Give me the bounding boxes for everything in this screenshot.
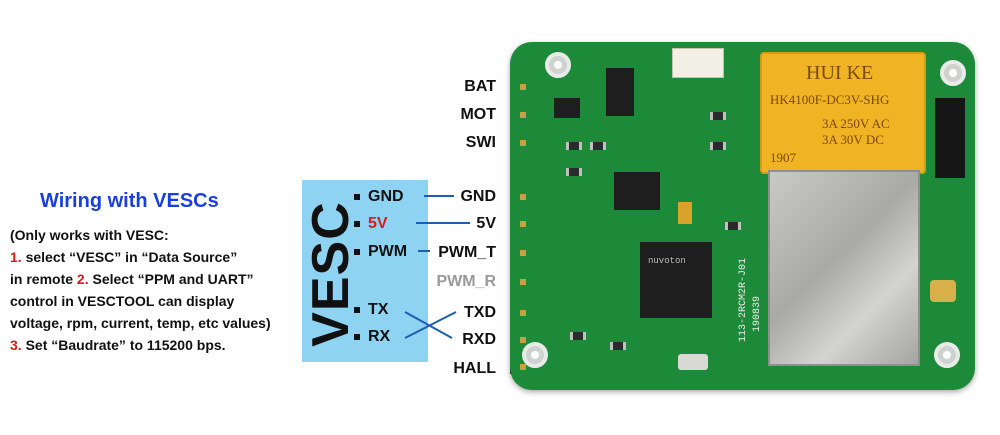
instructions-step-3: 3. Set “Baudrate” to 115200 bps.: [10, 334, 271, 356]
step-number: 2.: [76, 271, 89, 287]
step-text: select “VESC” in “Data Source”: [21, 249, 238, 265]
step-prefix: in remote: [10, 271, 77, 287]
battery-connector: [672, 48, 724, 78]
pin-icon: [520, 364, 526, 370]
instructions-title: Wiring with VESCs: [40, 190, 219, 212]
pin-label-pwm-r: PWM_R: [436, 273, 496, 290]
vesc-connector-box: VESC GND 5V PWM TX RX: [302, 180, 428, 362]
pin-label-5v: 5V: [476, 215, 496, 232]
step-number: 3.: [10, 337, 22, 353]
pin-label-mot: MOT: [460, 106, 496, 123]
vesc-pin-label: TX: [368, 301, 389, 318]
vesc-pin-5v: 5V: [354, 215, 388, 233]
pin-label-hall: HALL: [453, 360, 496, 377]
receiver-pcb: HUI KE HK4100F-DC3V-SHG 3A 250V AC 3A 30…: [510, 42, 975, 390]
pin-icon: [520, 310, 526, 316]
side-pin-header: [935, 98, 965, 178]
pin-icon: [520, 140, 526, 146]
pin-label-gnd: GND: [460, 188, 496, 205]
vesc-pin-pwm: PWM: [354, 243, 407, 261]
vesc-pin-gnd: GND: [354, 188, 404, 206]
pin-icon: [520, 84, 526, 90]
pin-marker-icon: [354, 333, 360, 340]
relay-rating-ac: 3A 250V AC: [822, 116, 890, 131]
resistor-icon: [566, 142, 582, 150]
resistor-icon: [566, 168, 582, 176]
instructions-line: voltage, rpm, current, temp, etc values): [10, 315, 271, 331]
pin-icon: [520, 250, 526, 256]
relay-rating-dc: 3A 30V DC: [822, 132, 884, 147]
tantalum-capacitor: [678, 202, 692, 224]
mosfet-chip: [606, 68, 634, 116]
pin-label-swi: SWI: [465, 134, 496, 151]
transistor-chip: [554, 98, 580, 118]
resistor-icon: [590, 142, 606, 150]
pin-icon: [520, 337, 526, 343]
resistor-icon: [710, 142, 726, 150]
instructions-body: (Only works with VESC: 1. select “VESC” …: [10, 224, 271, 356]
step-number: 1.: [10, 249, 22, 265]
mounting-hole-icon: [545, 52, 571, 78]
wire-rx-txd: [404, 311, 457, 339]
vesc-pin-label: RX: [368, 328, 391, 345]
vesc-pin-rx: RX: [354, 328, 390, 346]
pin-label-pwm-t: PWM_T: [438, 244, 496, 261]
instructions-line: control in VESCTOOL can display: [10, 293, 235, 309]
resistor-icon: [570, 332, 586, 340]
pin-marker-icon: [354, 306, 360, 313]
resistor-icon: [610, 342, 626, 350]
pin-marker-icon: [354, 193, 360, 200]
rf-shield: [768, 170, 920, 366]
pin-label-bat: BAT: [464, 78, 496, 95]
step-text: Select “PPM and UART”: [88, 271, 254, 287]
relay-code: 1907: [770, 150, 796, 165]
antenna-connector: [930, 280, 956, 302]
vesc-pin-label: GND: [368, 188, 404, 205]
pin-label-rxd: RXD: [462, 331, 496, 348]
relay-model: HK4100F-DC3V-SHG: [770, 92, 890, 107]
pin-icon: [520, 112, 526, 118]
chip-brand: nuvoton: [648, 256, 686, 266]
pin-icon: [520, 194, 526, 200]
microcontroller-chip: nuvoton: [640, 242, 712, 318]
pin-marker-icon: [354, 220, 360, 227]
vesc-pin-tx: TX: [354, 301, 388, 319]
instructions-line: (Only works with VESC:: [10, 227, 169, 243]
crystal: [678, 354, 708, 370]
instructions-step-1: 1. select “VESC” in “Data Source”: [10, 246, 271, 268]
pin-icon: [520, 221, 526, 227]
relay-brand: HUI KE: [806, 62, 874, 84]
relay: HUI KE HK4100F-DC3V-SHG 3A 250V AC 3A 30…: [760, 52, 926, 174]
vesc-pin-label: 5V: [368, 215, 388, 232]
step-text: Set “Baudrate” to 115200 bps.: [21, 337, 226, 353]
vesc-pin-label: PWM: [368, 243, 408, 260]
regulator-chip: [614, 172, 660, 210]
pin-label-txd: TXD: [464, 304, 496, 321]
instructions-step-2: in remote 2. Select “PPM and UART”: [10, 268, 271, 290]
resistor-icon: [725, 222, 741, 230]
pin-marker-icon: [354, 248, 360, 255]
resistor-icon: [710, 112, 726, 120]
pin-icon: [520, 279, 526, 285]
mounting-hole-icon: [940, 60, 966, 86]
mounting-hole-icon: [934, 342, 960, 368]
mounting-hole-icon: [522, 342, 548, 368]
